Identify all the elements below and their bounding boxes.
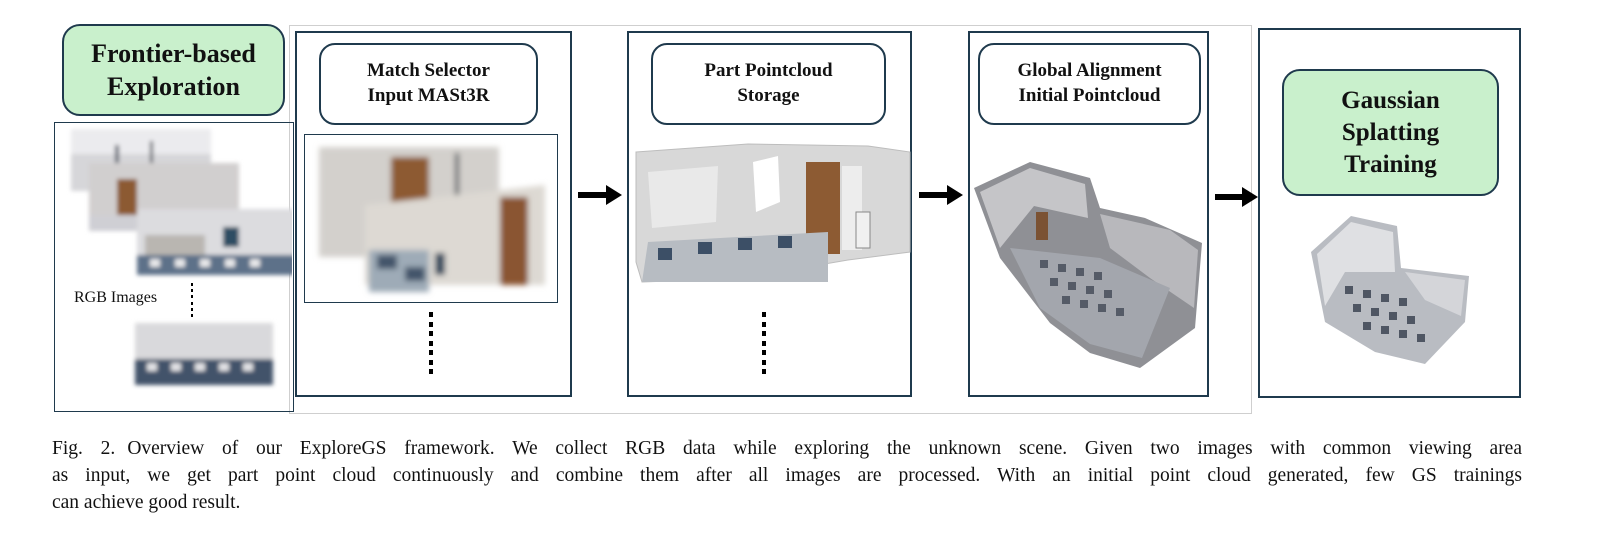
gs-training-line-2: Splatting — [1341, 118, 1440, 146]
gs-training-box: Gaussian Splatting Training — [1282, 69, 1499, 196]
caption-line-2: as input, we get part point cloud contin… — [52, 465, 1522, 486]
global-pointcloud-render — [974, 162, 1202, 368]
rgb-images-label: RGB Images — [74, 289, 158, 306]
match-selector-line-2: Input MASt3R — [367, 85, 490, 106]
part-storage-line-1: Part Pointcloud — [704, 60, 833, 82]
rgb-images-ellipsis — [190, 283, 194, 317]
caption-fig-label: Fig. 2. — [52, 438, 116, 459]
part-storage-ellipsis — [761, 312, 767, 374]
arrow-to-training — [1215, 186, 1258, 208]
part-storage-box: Part Pointcloud Storage — [651, 43, 886, 125]
caption-text-1: Overview of our ExploreGS framework. We … — [127, 438, 1522, 459]
match-selector-ellipsis — [428, 312, 434, 374]
global-alignment-line-1: Global Alignment — [1017, 60, 1162, 82]
exploration-line-2: Exploration — [107, 72, 240, 101]
exploration-line-1: Frontier-based — [91, 38, 256, 68]
caption-line-1: Fig. 2. Overview of our ExploreGS framewo… — [52, 435, 1522, 462]
part-storage-line-2: Storage — [737, 85, 800, 106]
global-alignment-box: Global Alignment Initial Pointcloud — [978, 43, 1201, 125]
exploration-box: Frontier-based Exploration — [62, 24, 285, 116]
match-selector-line-1: Match Selector — [367, 60, 490, 82]
figure-caption: Fig. 2. Overview of our ExploreGS framewo… — [52, 435, 1522, 516]
match-selector-box: Match Selector Input MASt3R — [319, 43, 538, 125]
gs-training-line-3: Training — [1344, 150, 1437, 178]
gaussian-splat-render — [1311, 216, 1469, 364]
gs-training-line-1: Gaussian — [1341, 86, 1440, 114]
rgb-images-panel: RGB Images — [54, 122, 294, 412]
match-pair-image — [304, 134, 558, 303]
caption-line-3: can achieve good result. — [52, 492, 241, 513]
matched-image-pair — [319, 147, 545, 292]
arrow-to-storage — [578, 184, 622, 206]
rgb-image-stack — [71, 129, 292, 385]
arrow-to-alignment — [919, 184, 963, 206]
global-alignment-line-2: Initial Pointcloud — [1018, 85, 1161, 106]
part-pointcloud-render — [635, 143, 911, 283]
